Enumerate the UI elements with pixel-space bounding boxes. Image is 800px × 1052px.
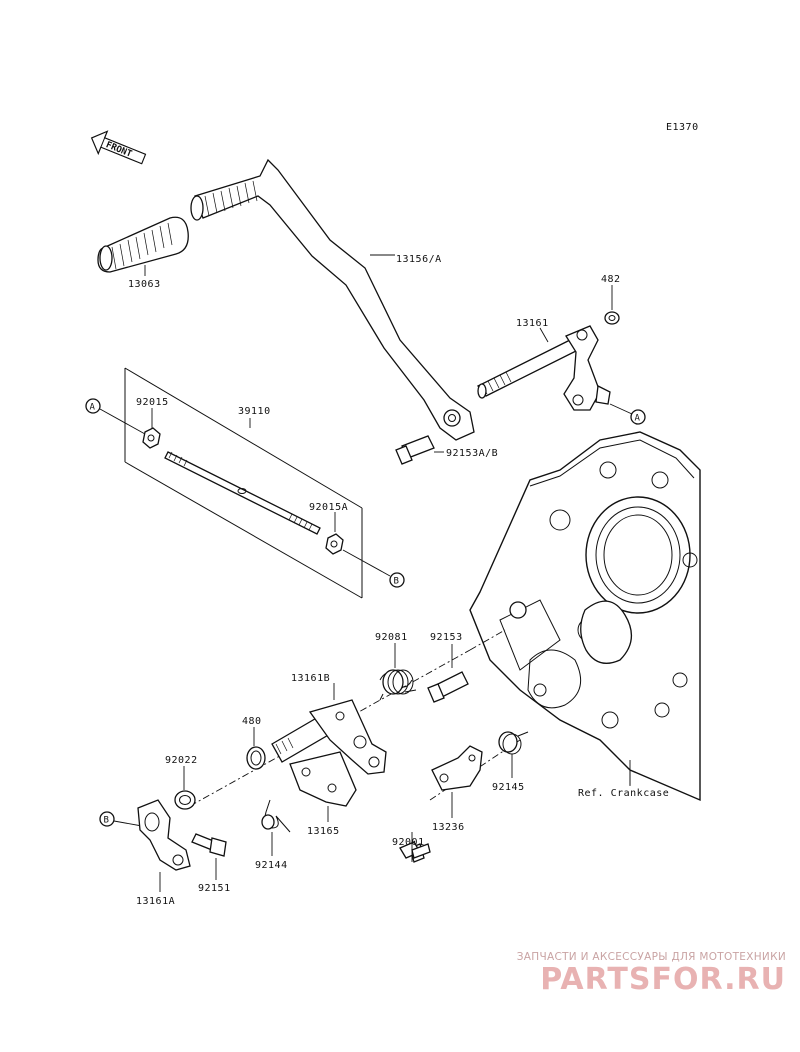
- assembly-39110-frame: [124, 367, 363, 599]
- part-label-92144: 92144: [255, 860, 288, 871]
- part-13161a-shape: [137, 799, 191, 871]
- part-label-13165: 13165: [307, 826, 340, 837]
- part-label-482: 482: [601, 274, 621, 285]
- part-label-92015: 92015: [136, 397, 169, 408]
- part-label-92081: 92081: [375, 632, 408, 643]
- part-label-13161a: 13161A: [136, 896, 175, 907]
- callout-b-right-label: B: [394, 577, 399, 587]
- diagram-code: E1370: [666, 122, 699, 133]
- part-label-92001: 92001: [392, 837, 425, 848]
- watermark-logo: PARTSFOR.RU: [540, 962, 786, 997]
- part-92015-shape: [142, 427, 161, 449]
- crankcase-shape: [469, 431, 701, 802]
- part-92144-shape: [261, 799, 291, 833]
- part-92153-shape: [427, 671, 469, 703]
- part-13236-shape: [431, 745, 483, 791]
- part-13156a-shape: [190, 158, 475, 441]
- callout-a-right-label: A: [635, 414, 641, 424]
- part-92081-shape: [379, 669, 417, 701]
- part-92001-shape: [399, 841, 431, 863]
- part-label-92022: 92022: [165, 755, 198, 766]
- part-92151-shape: [191, 833, 227, 857]
- callout-b-right: [389, 572, 405, 588]
- callout-b-left-label: B: [104, 816, 109, 826]
- part-label-13156a: 13156/A: [396, 254, 442, 265]
- callout-a-left: [85, 398, 101, 414]
- part-482-shape: [604, 311, 620, 325]
- part-label-13161: 13161: [516, 318, 549, 329]
- part-13165-shape: [289, 751, 357, 807]
- part-92145-shape: [498, 731, 529, 755]
- part-label-39110: 39110: [238, 406, 271, 417]
- part-39110-rod-shape: [164, 451, 321, 535]
- callout-a-right: [630, 409, 646, 425]
- part-92022-shape: [174, 790, 196, 810]
- part-label-92015a: 92015A: [309, 502, 348, 513]
- part-label-13236: 13236: [432, 822, 465, 833]
- part-label-92153: 92153: [430, 632, 463, 643]
- part-13063-shape: [97, 216, 189, 273]
- part-13161-shape: [476, 325, 611, 411]
- watermark-tagline: ЗАПЧАСТИ И АКСЕССУАРЫ ДЛЯ МОТОТЕХНИКИ: [516, 951, 786, 963]
- part-92153ab-shape: [395, 435, 435, 465]
- part-13161b-shape: [271, 699, 387, 775]
- part-label-92145: 92145: [492, 782, 525, 793]
- reference-crankcase-label: Ref. Crankcase: [578, 788, 669, 799]
- part-label-480: 480: [242, 716, 262, 727]
- part-92015a-shape: [325, 533, 344, 555]
- callout-a-left-label: A: [90, 403, 96, 413]
- part-label-13063: 13063: [128, 279, 161, 290]
- front-arrow-icon: FRONT: [90, 130, 147, 165]
- part-label-92151: 92151: [198, 883, 231, 894]
- part-480-shape: [246, 746, 266, 770]
- part-label-92153ab: 92153A/B: [446, 448, 498, 459]
- part-label-13161b: 13161B: [291, 673, 330, 684]
- watermark: ЗАПЧАСТИ И АКСЕССУАРЫ ДЛЯ МОТОТЕХНИКИ PA…: [476, 951, 786, 997]
- callout-b-left: [99, 811, 115, 827]
